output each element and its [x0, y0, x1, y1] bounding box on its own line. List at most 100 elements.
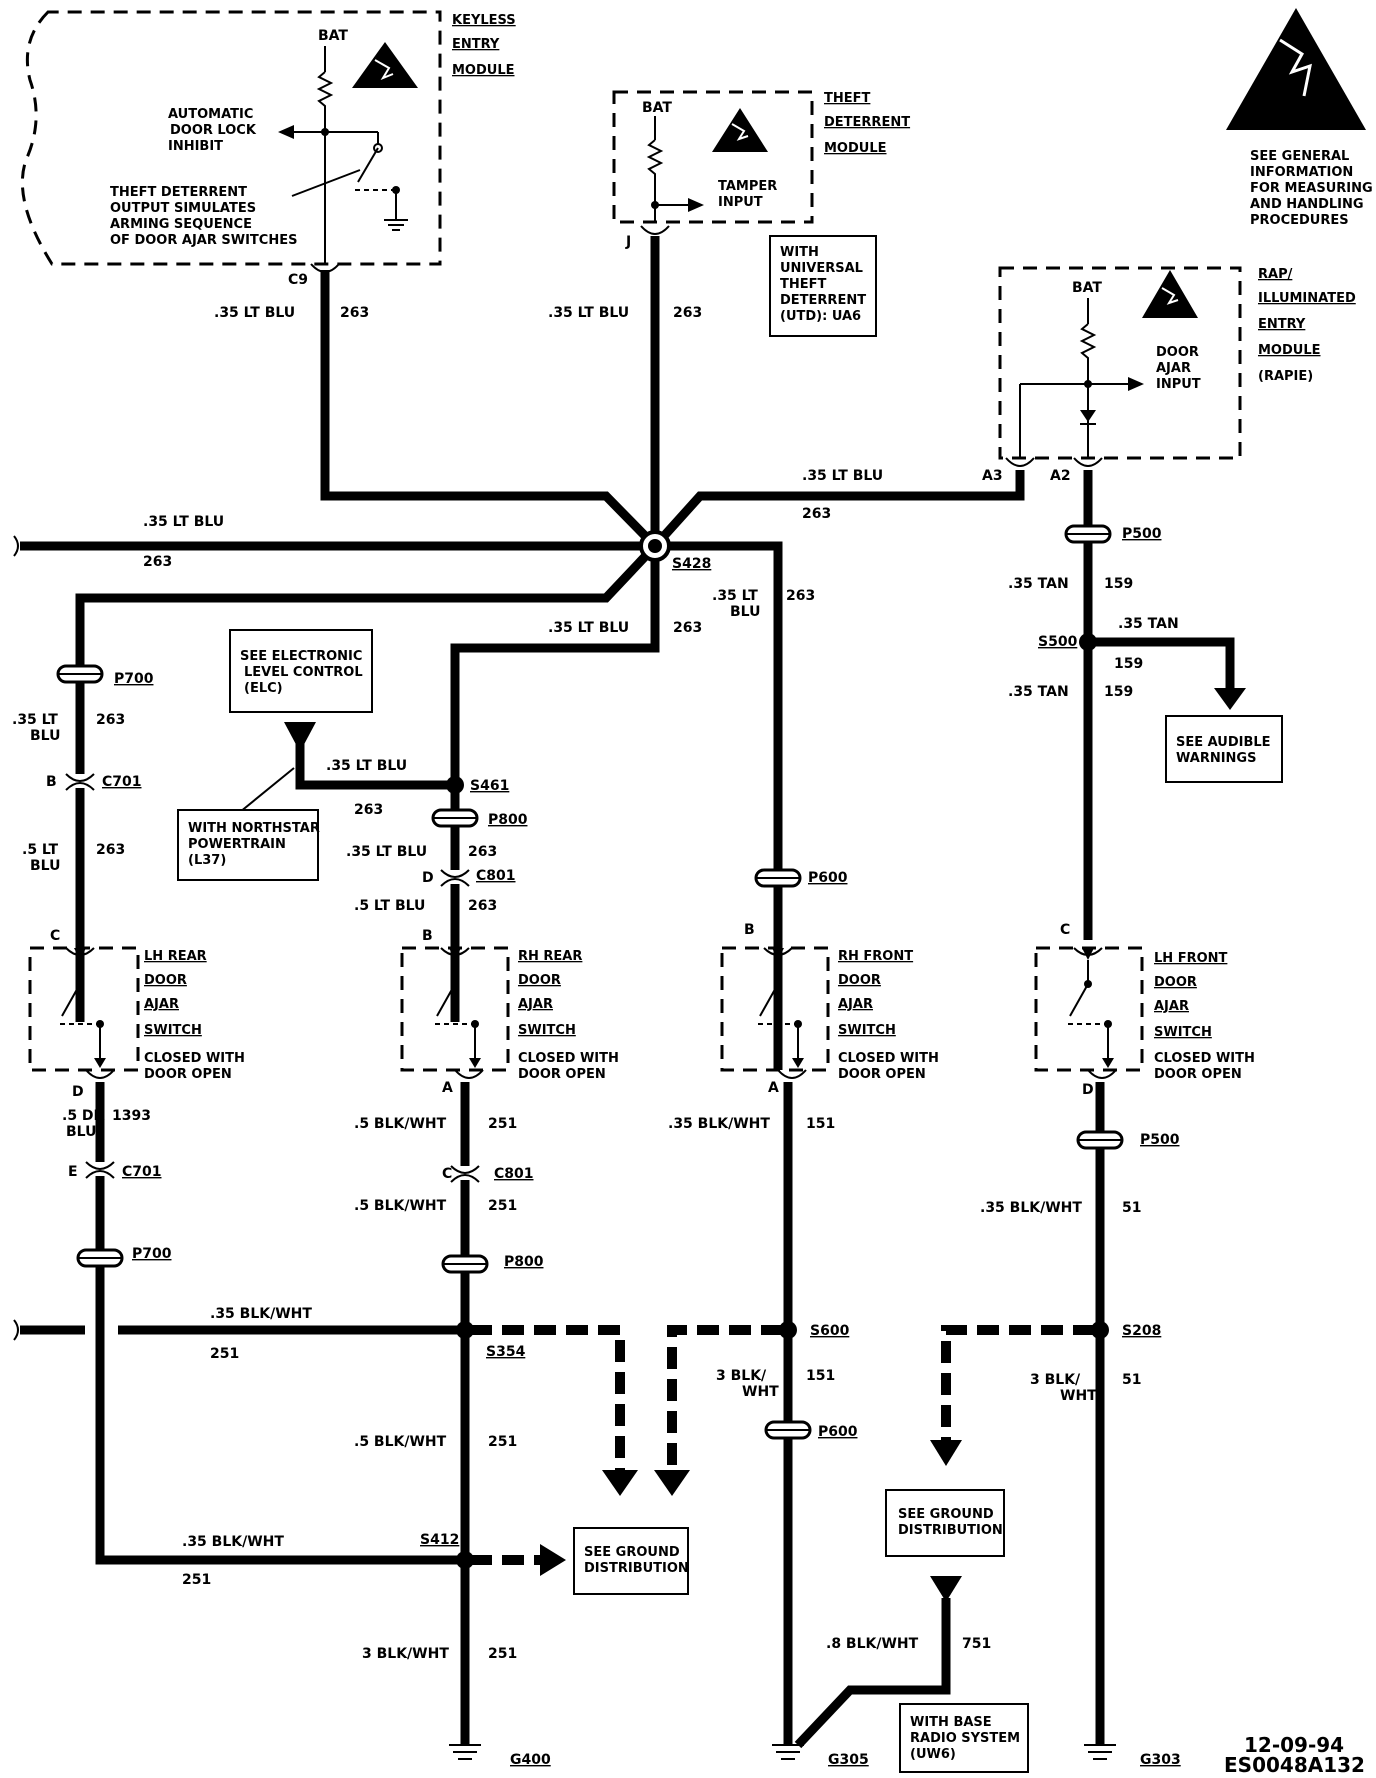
svg-text:B: B	[46, 774, 57, 790]
svg-text:P800: P800	[504, 1254, 544, 1270]
svg-text:.8 BLK/WHT: .8 BLK/WHT	[826, 1636, 919, 1652]
svg-text:CLOSED WITH: CLOSED WITH	[518, 1051, 619, 1066]
svg-text:A: A	[768, 1080, 779, 1096]
svg-text:.35 BLK/WHT: .35 BLK/WHT	[210, 1306, 312, 1322]
svg-text:RADIO SYSTEM: RADIO SYSTEM	[910, 1731, 1020, 1746]
keyless-entry-module: BAT AUTOMATIC DOOR LOCK INHIBIT THEFT DE…	[20, 10, 516, 288]
svg-text:WITH NORTHSTAR: WITH NORTHSTAR	[188, 821, 320, 836]
svg-text:S461: S461	[470, 778, 509, 794]
svg-text:G303: G303	[1140, 1752, 1181, 1768]
svg-text:.35 LT: .35 LT	[12, 712, 58, 728]
splice-s461: S461	[446, 776, 509, 794]
northstar-note: WITH NORTHSTAR POWERTRAIN (L37)	[177, 767, 320, 881]
svg-text:MODULE: MODULE	[1258, 343, 1321, 358]
svg-text:INHIBIT: INHIBIT	[168, 139, 223, 154]
svg-text:.35 LT: .35 LT	[712, 588, 758, 604]
svg-text:WHT: WHT	[1060, 1388, 1097, 1404]
svg-text:S428: S428	[672, 556, 711, 572]
svg-text:OF DOOR AJAR SWITCHES: OF DOOR AJAR SWITCHES	[110, 233, 297, 248]
svg-text:WITH: WITH	[780, 245, 819, 260]
theft-pin-j: J	[625, 234, 631, 250]
svg-text:263: 263	[96, 712, 125, 728]
svg-text:151: 151	[806, 1368, 835, 1384]
svg-text:1393: 1393	[112, 1108, 151, 1124]
splice-s208: S208	[1091, 1321, 1161, 1339]
connector-c701-top: B C701	[46, 773, 142, 791]
audible-warnings-note: SEE AUDIBLE WARNINGS	[1165, 715, 1283, 783]
svg-text:SEE ELECTRONIC: SEE ELECTRONIC	[240, 649, 362, 664]
splice-s600: S600	[779, 1321, 850, 1339]
svg-text:P600: P600	[818, 1424, 858, 1440]
svg-text:P500: P500	[1122, 526, 1162, 542]
svg-text:C: C	[1060, 922, 1070, 938]
svg-text:AJAR: AJAR	[838, 997, 873, 1012]
svg-text:263: 263	[143, 554, 172, 570]
base-radio-note: WITH BASE RADIO SYSTEM (UW6)	[899, 1703, 1029, 1773]
svg-text:LH FRONT: LH FRONT	[1154, 951, 1228, 966]
svg-text:MODULE: MODULE	[824, 141, 887, 156]
svg-text:DISTRIBUTION: DISTRIBUTION	[584, 1561, 689, 1576]
svg-text:SWITCH: SWITCH	[838, 1023, 896, 1038]
svg-text:KEYLESS: KEYLESS	[452, 13, 516, 28]
circuit-263-wires	[20, 236, 1025, 1070]
svg-text:BLU: BLU	[30, 728, 60, 744]
svg-text:C701: C701	[122, 1164, 162, 1180]
svg-text:S500: S500	[1038, 634, 1078, 650]
keyless-pin-c9: C9	[288, 272, 308, 288]
rapie-title: RAP/ ILLUMINATED ENTRY MODULE (RAPIE)	[1258, 267, 1356, 384]
svg-text:THEFT: THEFT	[780, 277, 827, 292]
svg-text:DOOR OPEN: DOOR OPEN	[518, 1067, 606, 1082]
connector-p600-bottom: P600	[764, 1420, 858, 1440]
svg-text:(UTD): UA6: (UTD): UA6	[780, 309, 861, 324]
svg-text:751: 751	[962, 1636, 991, 1652]
ground-distribution-left: SEE GROUND DISTRIBUTION	[573, 1527, 689, 1595]
svg-text:ENTRY: ENTRY	[1258, 317, 1306, 332]
svg-text:B: B	[744, 922, 755, 938]
svg-text:.5 LT BLU: .5 LT BLU	[354, 898, 425, 914]
svg-text:D: D	[72, 1084, 84, 1100]
svg-text:POWERTRAIN: POWERTRAIN	[188, 837, 286, 852]
svg-text:BLU: BLU	[66, 1124, 96, 1140]
rh-rear-lower-branch: A .5 BLK/WHT 251 C C801 .5 BLK/WHT 251 P…	[20, 1080, 689, 1768]
svg-text:AJAR: AJAR	[144, 997, 179, 1012]
rapie-bat-label: BAT	[1072, 280, 1102, 296]
svg-text:DOOR: DOOR	[1154, 975, 1197, 990]
svg-text:C: C	[442, 1166, 452, 1182]
svg-text:(L37): (L37)	[188, 853, 226, 868]
svg-text:SWITCH: SWITCH	[518, 1023, 576, 1038]
splice-s428: S428	[639, 530, 711, 572]
svg-text:263: 263	[354, 802, 383, 818]
svg-text:DOOR: DOOR	[518, 973, 561, 988]
svg-text:DOOR: DOOR	[838, 973, 881, 988]
svg-text:WARNINGS: WARNINGS	[1176, 751, 1256, 766]
rh-front-lower-branch: A .35 BLK/WHT 151 S600 3 BLK/ WHT 151 P6…	[654, 1080, 1029, 1773]
esd-warning-icon	[1226, 8, 1366, 130]
svg-text:C801: C801	[494, 1166, 534, 1182]
svg-text:AND HANDLING: AND HANDLING	[1250, 197, 1364, 212]
splice-s412: S412	[420, 1532, 474, 1569]
rapie-pin-a2: A2	[1050, 468, 1071, 484]
svg-text:.35 LT BLU: .35 LT BLU	[326, 758, 407, 774]
connector-p800-bottom: P800	[441, 1254, 544, 1274]
svg-text:.35 TAN: .35 TAN	[1008, 576, 1069, 592]
lh-front-door-ajar-switch: LH FRONT DOOR AJAR SWITCH CLOSED WITH DO…	[1034, 946, 1255, 1082]
ground-g400: G400	[449, 1744, 551, 1768]
svg-text:ENTRY: ENTRY	[452, 37, 500, 52]
svg-text:UNIVERSAL: UNIVERSAL	[780, 261, 863, 276]
svg-text:263: 263	[786, 588, 815, 604]
svg-text:.5 BLK/WHT: .5 BLK/WHT	[354, 1434, 447, 1450]
ground-g303: G303	[1084, 1744, 1181, 1768]
drawing-date: 12-09-94	[1244, 1733, 1344, 1757]
svg-text:A: A	[442, 1080, 453, 1096]
lh-rear-lower-branch: D .5 DK BLU 1393 E C701 P700 .35 BLK/WHT…	[62, 1082, 465, 1588]
svg-text:SWITCH: SWITCH	[1154, 1025, 1212, 1040]
svg-text:263: 263	[673, 305, 702, 321]
keyless-inhibit-text: AUTOMATIC DOOR LOCK INHIBIT	[168, 107, 257, 154]
svg-text:D: D	[1082, 1082, 1094, 1098]
svg-text:LH REAR: LH REAR	[144, 949, 207, 964]
svg-text:3 BLK/: 3 BLK/	[1030, 1372, 1081, 1388]
esd-icon	[712, 108, 768, 152]
connector-p500-bottom: P500	[1076, 1130, 1180, 1150]
svg-text:BLU: BLU	[30, 858, 60, 874]
svg-text:.35 TAN: .35 TAN	[1118, 616, 1179, 632]
